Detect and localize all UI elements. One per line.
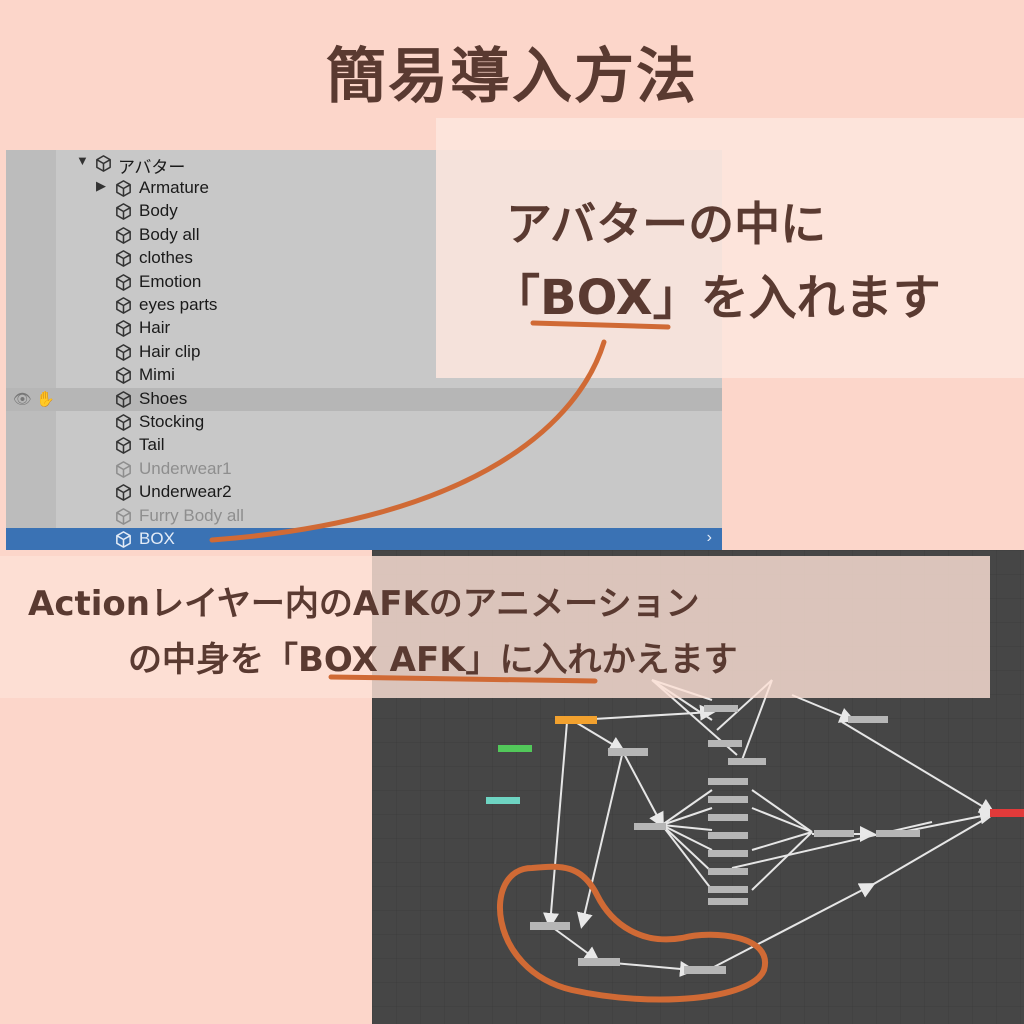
gameobject-icon — [114, 413, 133, 432]
gameobject-icon — [114, 249, 133, 268]
hierarchy-row[interactable]: BOX › — [6, 528, 722, 550]
gameobject-icon — [114, 460, 133, 479]
gameobject-icon — [114, 202, 133, 221]
state-nodes — [486, 705, 1024, 974]
expand-arrow-icon[interactable]: ▶ — [96, 178, 106, 193]
instruction-line-2: 「BOX」を入れます — [492, 270, 941, 326]
hierarchy-label: Armature — [139, 178, 209, 197]
hierarchy-label: Body all — [139, 224, 200, 244]
instruction-line-1: アバターの中に — [506, 197, 827, 251]
instruction-line-3: Actionレイヤー内のAFKのアニメーション — [28, 584, 700, 624]
underline-box — [530, 320, 671, 330]
gameobject-icon — [114, 296, 133, 315]
hierarchy-label: Stocking — [139, 412, 205, 431]
visibility-eye-icon[interactable]: 👁 ✋ — [13, 390, 55, 408]
highlight-loop — [497, 863, 769, 1003]
gameobject-icon — [114, 390, 133, 409]
hierarchy-row[interactable]: Body all — [6, 224, 722, 247]
hierarchy-label: Hair clip — [139, 341, 201, 361]
instruction-box-animator: Actionレイヤー内のAFKのアニメーション の中身を「BOX AFK」に入れ… — [0, 556, 990, 698]
hierarchy-row[interactable]: Stocking — [6, 411, 722, 434]
hierarchy-label: Underwear1 — [139, 458, 232, 478]
gameobject-icon — [114, 483, 133, 502]
hierarchy-label: Shoes — [139, 388, 188, 408]
hierarchy-row[interactable]: Hair clip — [6, 341, 722, 364]
gameobject-icon — [114, 530, 133, 549]
hierarchy-label: BOX — [139, 529, 175, 548]
expand-arrow-icon[interactable]: ▼ — [76, 153, 89, 168]
gameobject-icon — [114, 273, 133, 292]
hierarchy-row[interactable]: Emotion — [6, 271, 722, 294]
hierarchy-label: Emotion — [139, 271, 202, 291]
hierarchy-row[interactable]: Tail — [6, 434, 722, 457]
hierarchy-row[interactable]: Mimi — [6, 364, 722, 387]
hierarchy-label: Tail — [139, 435, 165, 455]
hierarchy-label: Underwear2 — [139, 482, 232, 502]
instruction-line-4: の中身を「BOX AFK」に入れかえます — [128, 640, 738, 680]
connector-curve — [209, 339, 607, 543]
hierarchy-gutter — [6, 150, 56, 550]
hierarchy-row[interactable]: eyes parts — [6, 294, 722, 317]
hierarchy-label: Hair — [139, 318, 171, 338]
hierarchy-label: clothes — [139, 248, 193, 268]
gameobject-icon — [114, 366, 133, 385]
hierarchy-label: Furry Body all — [139, 505, 244, 525]
hierarchy-row[interactable]: Body — [6, 200, 722, 223]
chevron-right-icon[interactable]: › — [706, 529, 712, 546]
hierarchy-row[interactable]: Underwear1 — [6, 458, 722, 481]
hierarchy-row[interactable]: ▶ Armature — [6, 177, 722, 200]
instruction-box-avatar: アバターの中に 「BOX」を入れます — [436, 118, 1024, 378]
gameobject-icon — [114, 436, 133, 455]
gameobject-icon — [114, 343, 133, 362]
transition-lines — [543, 679, 996, 977]
underline-box-afk — [328, 674, 598, 684]
hierarchy-row[interactable]: Furry Body all — [6, 505, 722, 528]
hierarchy-row[interactable]: Hair — [6, 317, 722, 340]
gameobject-icon — [114, 507, 133, 526]
gameobject-icon — [114, 179, 133, 198]
gameobject-icon — [94, 154, 113, 173]
gameobject-icon — [114, 226, 133, 245]
hierarchy-label: アバター — [118, 158, 186, 177]
hierarchy-row[interactable]: 👁 ✋ Shoes — [6, 387, 722, 411]
hierarchy-label: eyes parts — [139, 295, 218, 314]
hierarchy-label: Mimi — [139, 365, 175, 385]
gameobject-icon — [114, 319, 133, 338]
hierarchy-label: Body — [139, 201, 178, 221]
hierarchy-row[interactable]: Underwear2 — [6, 481, 722, 504]
hierarchy-row-root[interactable]: ▼ アバター — [6, 152, 722, 177]
hierarchy-row[interactable]: clothes — [6, 247, 722, 270]
page-title: 簡易導入方法 — [326, 42, 698, 112]
